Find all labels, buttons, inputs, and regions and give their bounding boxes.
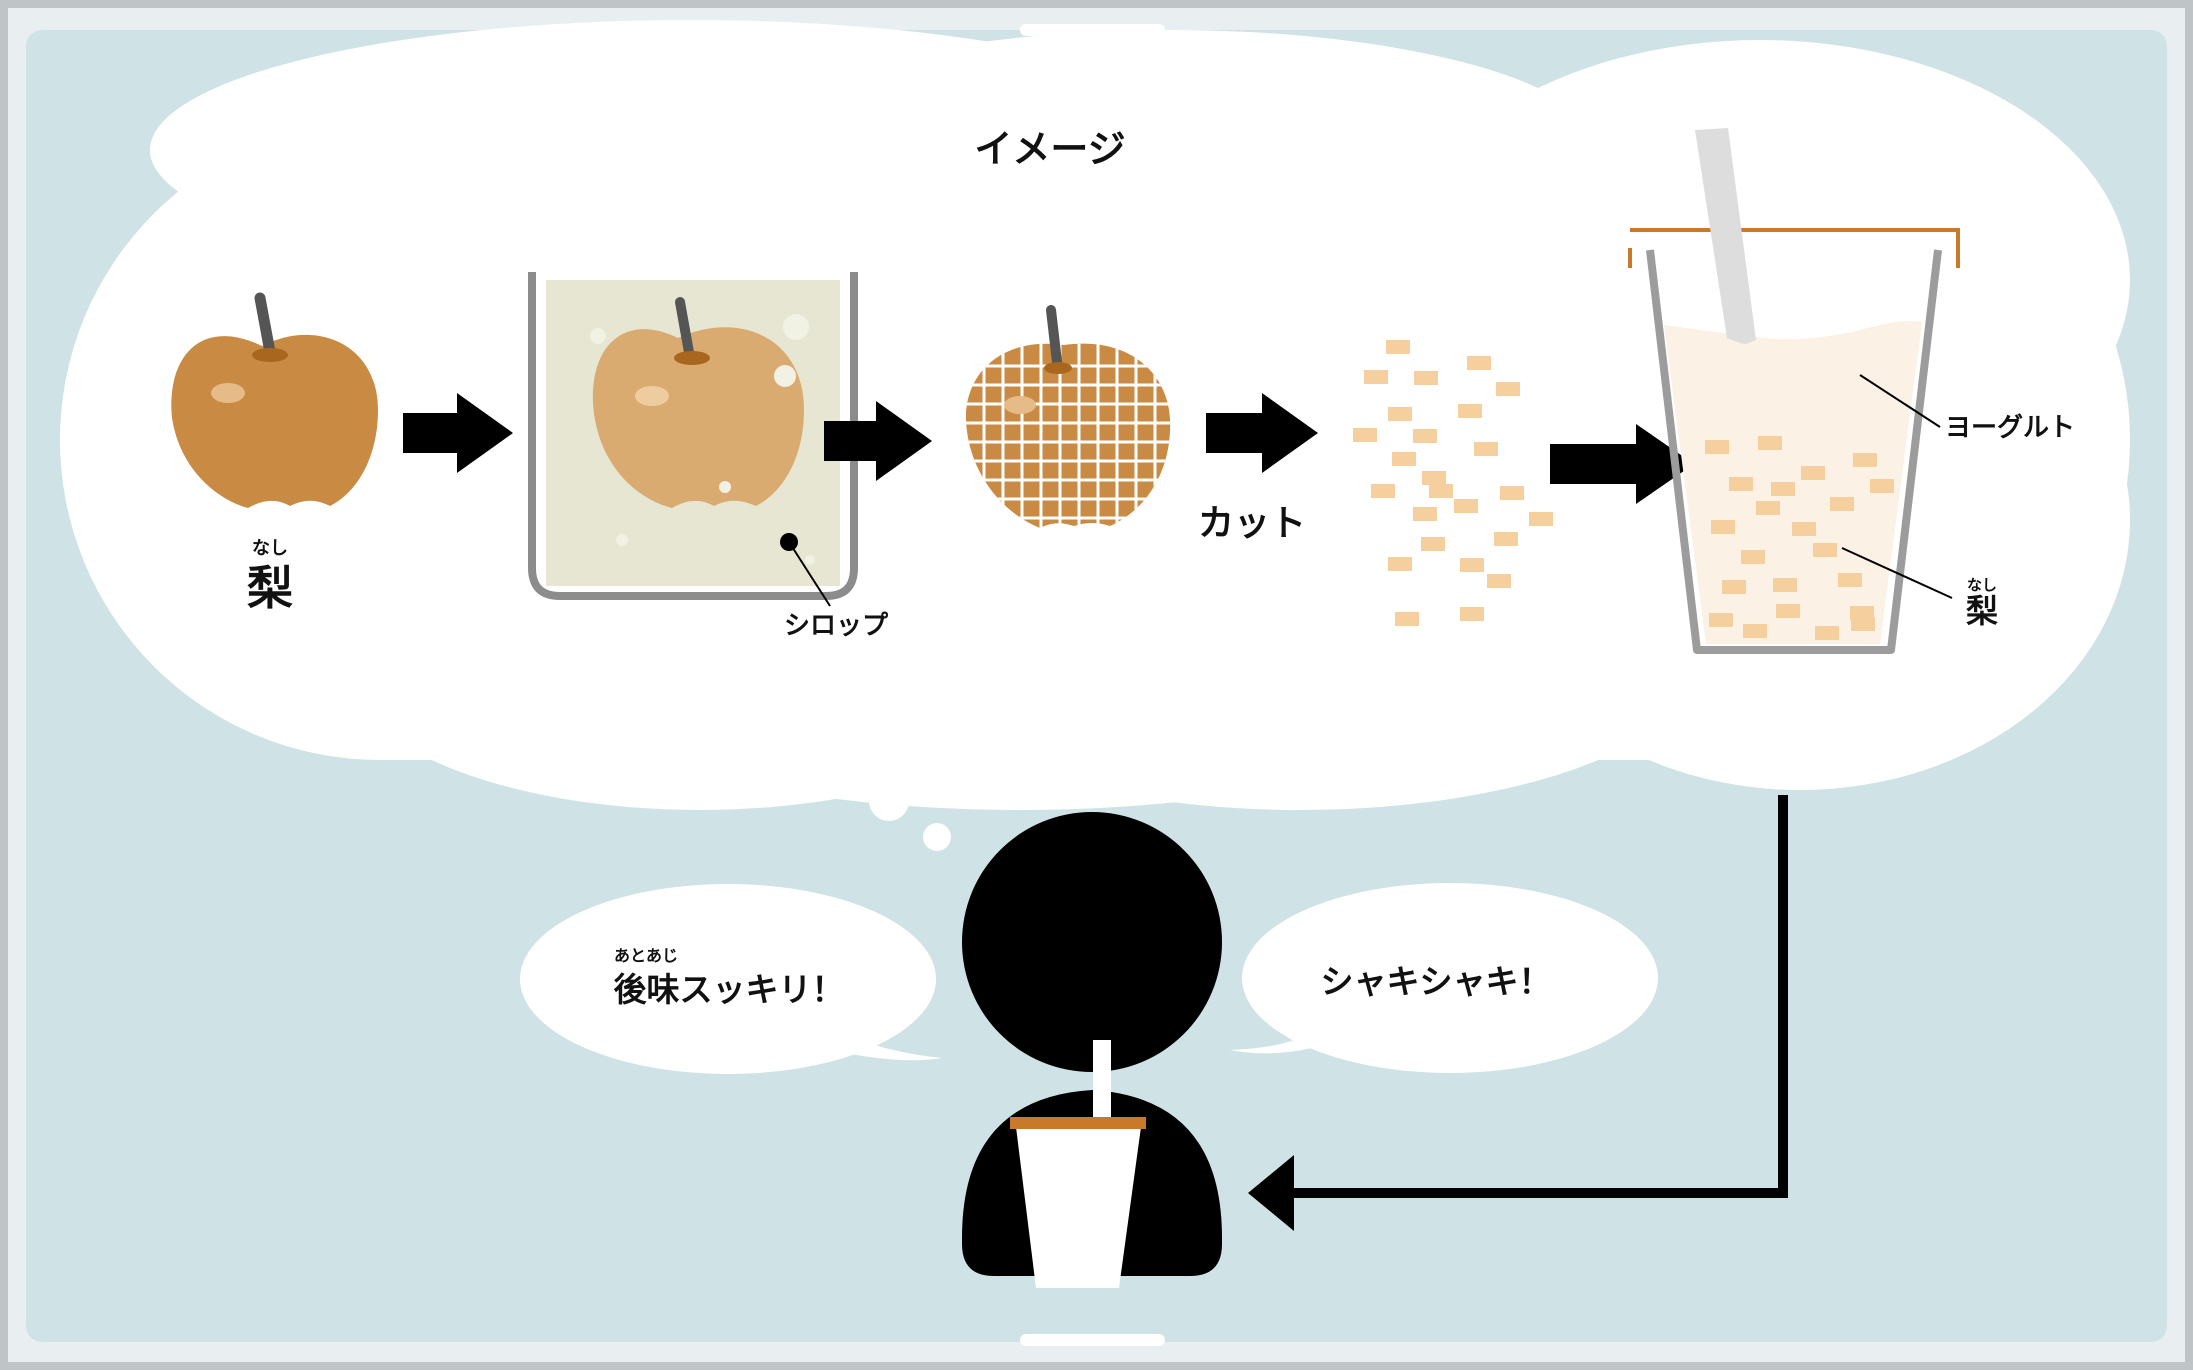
cut-label: カット [1198,503,1306,544]
speech-left-reading: あとあじ [614,946,678,965]
arrow-right-icon [1550,424,1694,504]
return-arrow-head-icon [1248,1155,1294,1231]
thought-bubble-small [923,823,951,851]
yogurt-pointer-line [1859,374,1941,428]
pear-cubes [1353,340,1553,626]
syrup-container [528,272,858,600]
frame-tab-bottom [1020,1334,1165,1346]
diagram-title: イメージ [974,127,1125,171]
syrup-pointer-line [788,541,831,607]
thought-bubble-large [869,781,909,821]
speech-bubble-left [520,884,942,1074]
drink-cup-lid [1010,1117,1146,1129]
arrow-right-icon [403,393,513,473]
return-arrow-line [1292,795,1788,1198]
pear-reading: なし [252,538,288,559]
cup-pear-pointer-line [1841,547,1953,599]
arrow-right-icon [1206,393,1318,473]
cup-pear-label: 梨 [1966,592,1998,630]
yogurt-pear-cubes [1705,436,1894,640]
drink-cup [1016,1127,1141,1288]
arrow-right-icon [824,401,932,481]
speech-left-text: 後味スッキリ！ [614,970,845,1009]
pear-label: 梨 [247,561,293,615]
drink-straw [1093,1040,1111,1120]
syrup-label: シロップ [784,611,889,641]
person-head [962,812,1222,1072]
speech-bubble-right [1230,883,1658,1073]
pear-illustration [171,292,378,508]
cup-pear-reading: なし [1967,576,1997,594]
yogurt-label: ヨーグルト [1945,413,2075,443]
speech-right-text: シャキシャキ！ [1321,962,1552,1001]
